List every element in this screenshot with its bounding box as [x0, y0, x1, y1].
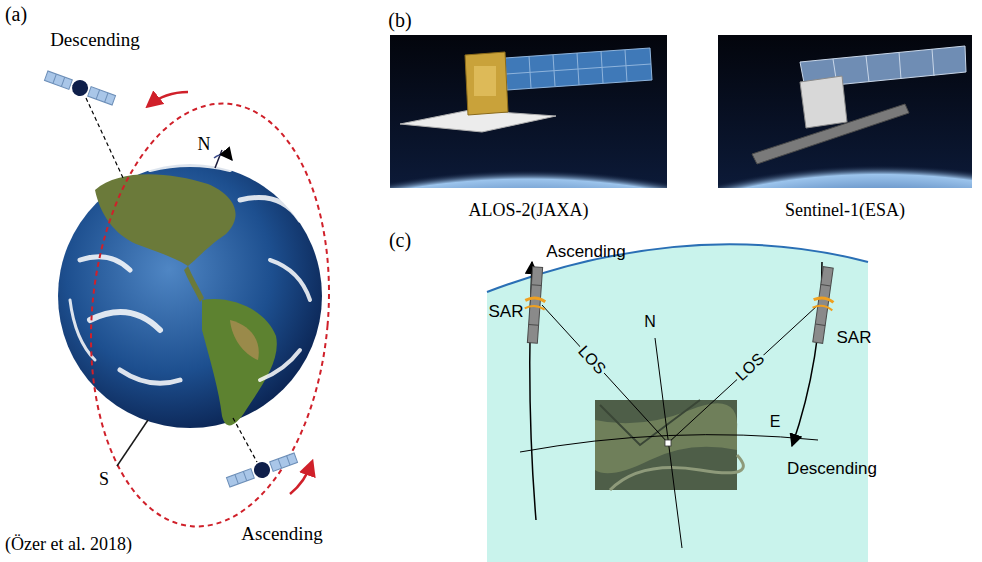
satellite-photo	[390, 35, 667, 188]
figure-label: Descending	[787, 460, 877, 479]
satellite-icon	[43, 68, 116, 108]
photo-frame: Sentinel-1(ESA)	[718, 35, 972, 188]
longitude-line	[655, 338, 682, 548]
figure-label: (a)	[5, 3, 27, 25]
figure-label: Descending	[50, 30, 140, 51]
los-line	[542, 305, 668, 443]
track-arrow	[792, 262, 822, 446]
earth-limb	[487, 244, 868, 292]
figure-label: (c)	[389, 229, 411, 251]
satellite-icon	[225, 450, 298, 490]
figure-label: S	[99, 470, 109, 490]
photo-caption: Sentinel-1(ESA)	[718, 201, 972, 221]
target-photo	[595, 400, 743, 490]
sar-satellite	[808, 266, 838, 344]
sar-satellite	[522, 266, 547, 343]
figure-label: E	[770, 413, 781, 431]
figure-label: SAR	[489, 303, 524, 322]
photo-frame: ALOS-2(JAXA)	[390, 35, 667, 188]
figure-label: Ascending	[546, 243, 625, 262]
orbit-path	[74, 94, 346, 537]
figure-label: Ascending	[241, 524, 322, 545]
figure-label: (Özer et al. 2018)	[5, 535, 132, 555]
direction-arrow	[290, 462, 312, 494]
target-point	[665, 440, 671, 446]
nadir-line	[86, 98, 124, 180]
figure-label: N	[198, 135, 211, 155]
figure-label: SAR	[837, 329, 872, 348]
figure-label: (b)	[388, 9, 411, 31]
axis-line	[215, 150, 222, 168]
direction-arrow	[148, 92, 188, 106]
figure-label: LOS	[573, 341, 610, 379]
axis-line	[117, 420, 148, 466]
rotation-arrow	[214, 154, 232, 160]
los-line	[668, 305, 818, 443]
photo-caption: ALOS-2(JAXA)	[390, 201, 667, 221]
figure-label: LOS	[731, 348, 769, 385]
earth-globe	[58, 164, 322, 428]
ground-region	[487, 244, 868, 562]
satellite-photo	[718, 35, 972, 188]
nadir-line	[233, 418, 257, 462]
figure-label: N	[644, 313, 656, 331]
